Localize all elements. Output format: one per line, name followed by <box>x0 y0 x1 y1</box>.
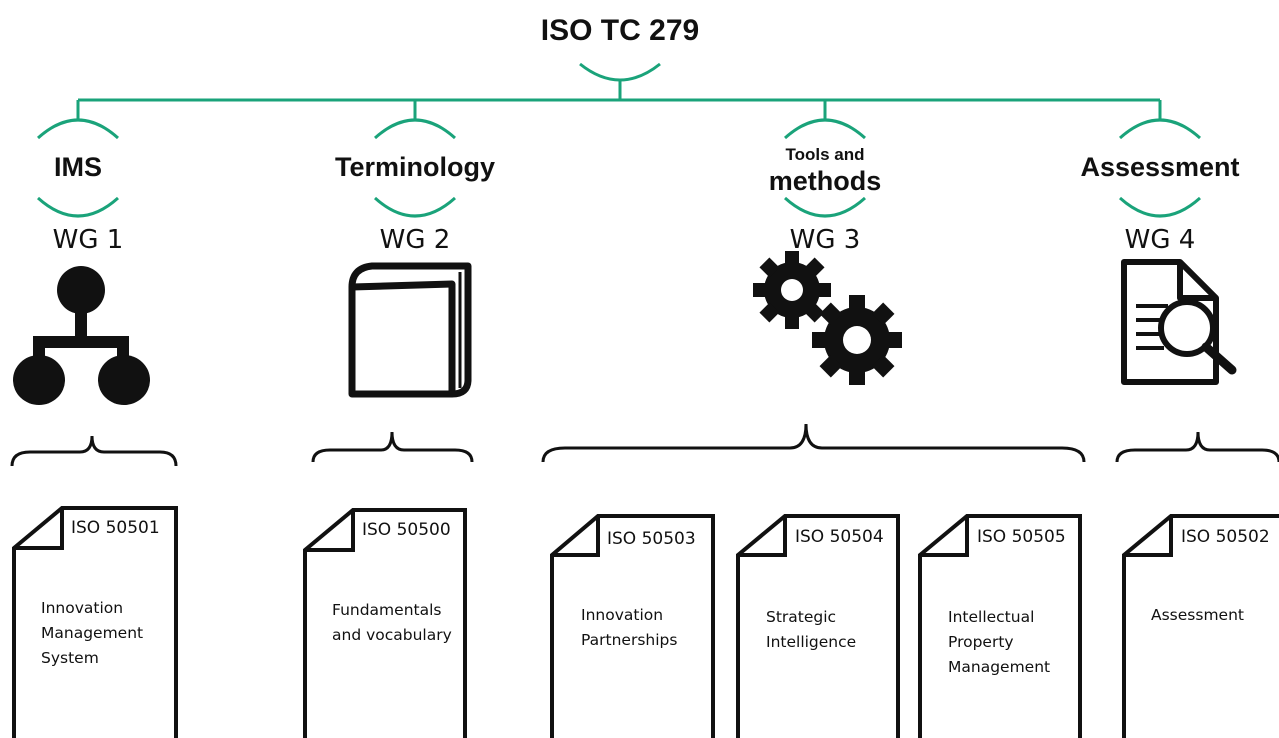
standard-desc-50505: Intellectual Property Management <box>948 605 1076 680</box>
group-title-terminology: Terminology <box>334 152 495 182</box>
standard-desc-50502: Assessment <box>1151 603 1271 628</box>
group-title-assessment: Assessment <box>1080 152 1240 182</box>
standard-desc-50504: Strategic Intelligence <box>766 605 891 655</box>
wg-label-2: WG 2 <box>379 225 451 255</box>
root-arc <box>579 62 661 82</box>
ims-bottom-arc <box>36 196 120 218</box>
assessment-top-arc <box>1118 118 1202 140</box>
doc-50505 <box>918 514 1082 738</box>
standard-code-50502: ISO 50502 <box>1181 527 1270 547</box>
doc-50500 <box>303 508 467 738</box>
document-search-icon <box>1121 259 1237 385</box>
desc-line: Management <box>41 624 144 642</box>
wg-label-1: WG 1 <box>52 225 124 255</box>
tools-top-arc <box>783 118 867 140</box>
doc-50504 <box>736 514 900 738</box>
desc-line: and vocabulary <box>332 626 452 644</box>
standard-code-50501: ISO 50501 <box>71 518 160 538</box>
doc-50502 <box>1122 514 1279 738</box>
terminology-bottom-arc <box>373 196 457 218</box>
standard-code-50505: ISO 50505 <box>977 527 1066 547</box>
terminology-brace <box>311 431 474 463</box>
connector-tree <box>36 62 1202 218</box>
terminology-top-arc <box>373 118 457 140</box>
wg-label-4: WG 4 <box>1124 225 1196 255</box>
standard-desc-50500: Fundamentals and vocabulary <box>332 598 462 648</box>
desc-line: Management <box>948 658 1051 676</box>
desc-line: Partnerships <box>581 631 678 649</box>
ims-top-arc <box>36 118 120 140</box>
gears-icon <box>753 251 902 385</box>
desc-line: Strategic <box>766 608 837 626</box>
standard-documents <box>12 506 1279 738</box>
root-title: ISO TC 279 <box>540 14 700 47</box>
standard-code-50504: ISO 50504 <box>795 527 884 547</box>
desc-line: Intellectual <box>948 608 1035 626</box>
group-title-ims: IMS <box>53 152 102 182</box>
doc-50503 <box>550 514 715 738</box>
group-title-tools: Tools and methods <box>740 142 910 196</box>
desc-line: Innovation <box>581 606 664 624</box>
ims-brace <box>10 435 178 467</box>
desc-line: Assessment <box>1151 606 1244 624</box>
tools-bottom-arc <box>783 196 867 218</box>
braces <box>10 423 1279 467</box>
standard-code-50503: ISO 50503 <box>607 529 696 549</box>
desc-line: Intelligence <box>766 633 857 651</box>
hierarchy-icon <box>13 266 150 405</box>
group-title-tools-line1: Tools and <box>785 145 865 164</box>
assessment-brace <box>1115 431 1279 463</box>
standard-code-50500: ISO 50500 <box>362 520 451 540</box>
doc-50501 <box>12 506 178 738</box>
desc-line: Innovation <box>41 599 124 617</box>
tools-brace <box>541 423 1086 463</box>
desc-line: Fundamentals <box>332 601 442 619</box>
standard-desc-50503: Innovation Partnerships <box>581 603 706 653</box>
assessment-bottom-arc <box>1118 196 1202 218</box>
book-icon <box>348 262 472 398</box>
group-title-tools-line2: methods <box>768 166 882 196</box>
standard-desc-50501: Innovation Management System <box>41 596 171 671</box>
desc-line: Property <box>948 633 1014 651</box>
desc-line: System <box>41 649 99 667</box>
wg-label-3: WG 3 <box>789 225 861 255</box>
